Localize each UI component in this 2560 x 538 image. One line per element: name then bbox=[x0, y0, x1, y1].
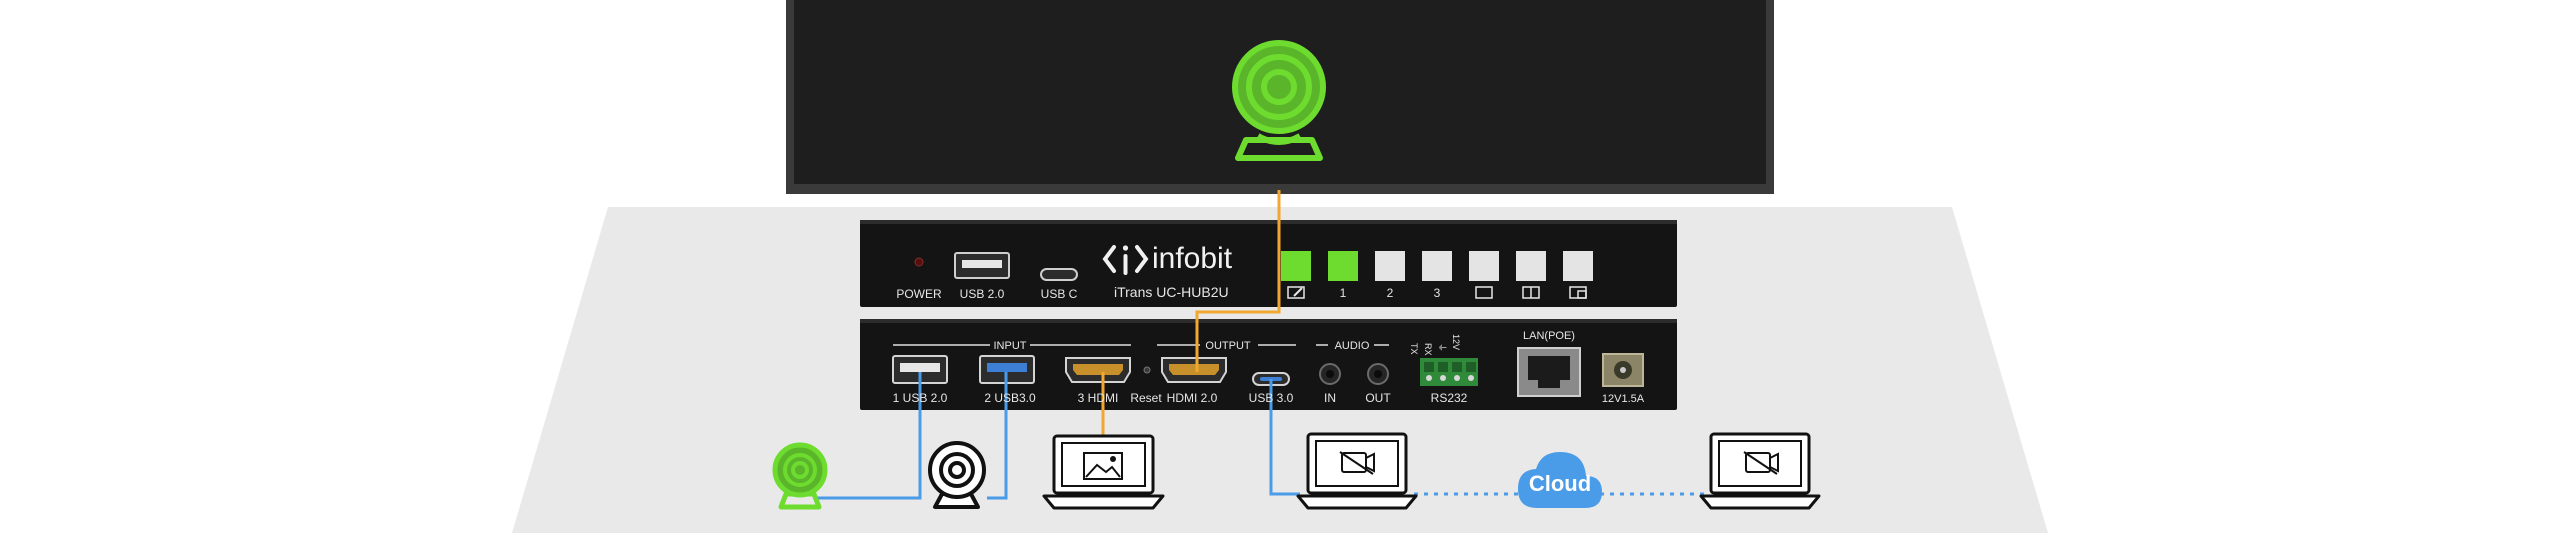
laptop-hdmi-source-icon bbox=[1042, 434, 1165, 510]
cloud-label: Cloud bbox=[1528, 471, 1592, 496]
front-button-row bbox=[1281, 251, 1593, 299]
hub-rear-panel bbox=[860, 319, 1677, 410]
black-webcam-icon bbox=[928, 441, 986, 509]
button-label-2: 2 bbox=[1386, 286, 1394, 300]
front-select-button-6 bbox=[1516, 251, 1546, 281]
front-usb20-label: USB 2.0 bbox=[959, 287, 1005, 301]
power-led bbox=[914, 257, 924, 267]
input3-hdmi-port bbox=[1065, 357, 1131, 383]
green-webcam-icon bbox=[772, 442, 828, 510]
rs232-terminal bbox=[1420, 358, 1478, 386]
front-select-button-3 bbox=[1375, 251, 1405, 281]
pip-view-icon bbox=[1569, 286, 1587, 299]
input2-label: 2 USB3.0 bbox=[984, 391, 1036, 405]
infobit-logo-mark bbox=[1102, 245, 1149, 275]
edit-screen-icon bbox=[1287, 286, 1305, 299]
lan-poe-port bbox=[1517, 347, 1581, 397]
audio-in-label: IN bbox=[1324, 391, 1336, 405]
split-view-icon bbox=[1522, 286, 1540, 299]
input3-label: 3 HDMI bbox=[1077, 391, 1119, 405]
hub-front-panel bbox=[860, 220, 1677, 307]
model-name: iTrans UC-HUB2U bbox=[1114, 284, 1229, 300]
rs232-pin-rx: RX bbox=[1423, 343, 1433, 356]
audio-out-label: OUT bbox=[1365, 391, 1391, 405]
button-label-3: 3 bbox=[1433, 286, 1441, 300]
rs232-pin-12v: 12V bbox=[1451, 334, 1461, 351]
hdmi-cable-display bbox=[1195, 190, 1281, 372]
host-laptop-icon bbox=[1296, 432, 1418, 510]
dc-power-jack bbox=[1602, 353, 1644, 387]
front-select-button-7 bbox=[1563, 251, 1593, 281]
dc-power-label: 12V1.5A bbox=[1601, 393, 1645, 405]
usb-cable-black-cam bbox=[987, 372, 1008, 500]
hdmi-out-label: HDMI 2.0 bbox=[1166, 391, 1218, 405]
lan-label: LAN(POE) bbox=[1523, 330, 1575, 342]
input1-label: 1 USB 2.0 bbox=[892, 391, 948, 405]
reset-button bbox=[1143, 366, 1151, 374]
front-select-button-1 bbox=[1281, 251, 1311, 281]
usb-cable-green-cam bbox=[817, 372, 922, 500]
rs232-label: RS232 bbox=[1430, 391, 1468, 405]
cloud-icon bbox=[1518, 452, 1602, 508]
rs232-pin-tx: TX bbox=[1409, 343, 1419, 355]
rs232-pin-ground: ⏚ bbox=[1437, 343, 1447, 353]
single-view-icon bbox=[1475, 286, 1493, 299]
front-select-button-2 bbox=[1328, 251, 1358, 281]
front-usbc-port bbox=[1040, 268, 1078, 281]
display-webcam-icon bbox=[1232, 40, 1326, 161]
brand-logo-text: infobit bbox=[1152, 242, 1233, 275]
output-group-label: OUTPUT bbox=[1205, 340, 1251, 352]
usb-cable-host-laptop bbox=[1269, 379, 1300, 496]
hdmi-output-port bbox=[1161, 357, 1227, 383]
power-label: POWER bbox=[896, 287, 942, 301]
front-select-button-5 bbox=[1469, 251, 1499, 281]
front-usbc-label: USB C bbox=[1040, 287, 1078, 301]
usb30-label: USB 3.0 bbox=[1248, 391, 1294, 405]
remote-laptop-icon bbox=[1699, 432, 1821, 510]
input-group-label: INPUT bbox=[993, 340, 1027, 352]
reset-label: Reset bbox=[1130, 391, 1162, 405]
front-select-button-4 bbox=[1422, 251, 1452, 281]
audio-group-label: AUDIO bbox=[1334, 340, 1370, 352]
button-label-1: 1 bbox=[1339, 286, 1347, 300]
